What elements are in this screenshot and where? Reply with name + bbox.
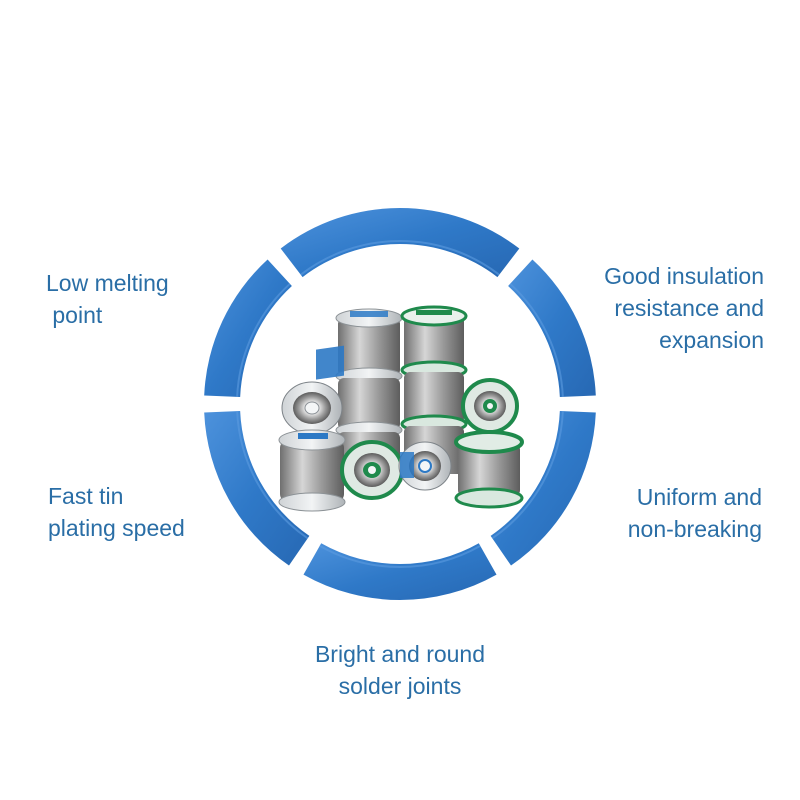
ring-segment bbox=[204, 259, 292, 398]
ring-segment-highlight bbox=[300, 240, 500, 276]
ring-segment-highlight bbox=[236, 283, 291, 397]
spool-left-lower bbox=[278, 429, 346, 512]
feature-fast-tin-plating: Fast tin plating speed bbox=[48, 483, 185, 541]
segmented-ring bbox=[204, 207, 596, 600]
spool-small-left bbox=[281, 345, 344, 435]
ring-segment bbox=[508, 259, 596, 398]
ring-segment bbox=[303, 543, 497, 600]
ring-segment-highlight bbox=[509, 283, 564, 397]
ring-segment-highlight bbox=[236, 411, 309, 540]
ring-segment-highlight bbox=[319, 544, 481, 568]
ring-segment bbox=[204, 410, 310, 566]
feature-bright-round-joints: Bright and round solder joints bbox=[314, 641, 486, 699]
ring-segment-highlight bbox=[491, 411, 564, 540]
spool-right-upper bbox=[461, 378, 519, 434]
ring-segment bbox=[280, 207, 520, 278]
solder-wire-spools-icon bbox=[278, 305, 524, 512]
feature-good-insulation: Good insulation resistance and expansion bbox=[604, 263, 764, 353]
spool-front-blue bbox=[398, 441, 452, 491]
feature-uniform-non-breaking: Uniform and non-breaking bbox=[627, 484, 762, 542]
spool-right-lower bbox=[454, 430, 524, 509]
ring-segment bbox=[490, 410, 596, 566]
spool-front-green bbox=[340, 440, 404, 500]
feature-low-melting-point: Low melting point bbox=[46, 270, 169, 328]
